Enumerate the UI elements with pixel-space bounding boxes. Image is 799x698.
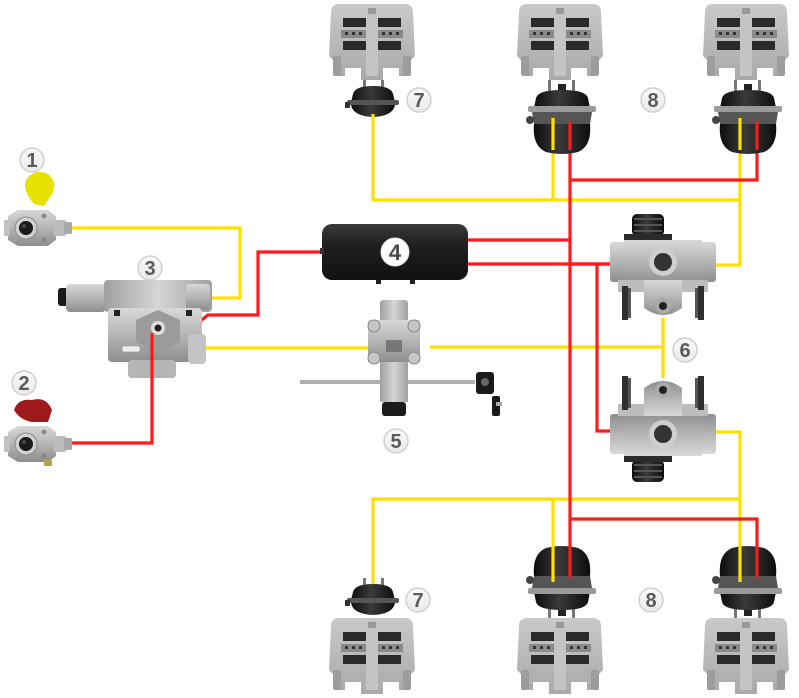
coupling-head-control bbox=[3, 172, 73, 247]
spring-chamber-bottom-middle bbox=[526, 546, 596, 620]
label-3: 3 bbox=[144, 258, 155, 280]
caliper-top-middle bbox=[517, 4, 603, 80]
caliper-bottom-middle bbox=[517, 618, 603, 694]
caliper-top-right bbox=[703, 4, 789, 80]
relay-valve-top bbox=[610, 214, 716, 320]
label-badge-6: 6 bbox=[672, 337, 698, 363]
supply-line-valve-to-reservoir bbox=[193, 250, 320, 328]
label-badge-4: 4 bbox=[380, 237, 410, 267]
label-badge-8-top: 8 bbox=[640, 87, 666, 113]
label-badge-2: 2 bbox=[11, 370, 37, 396]
label-2: 2 bbox=[18, 373, 29, 395]
label-8-bottom: 8 bbox=[645, 590, 656, 612]
caliper-bottom-right bbox=[703, 618, 789, 694]
label-8-top: 8 bbox=[647, 90, 658, 112]
label-7-top: 7 bbox=[413, 90, 424, 112]
spring-chamber-top-middle bbox=[526, 80, 596, 154]
label-badge-1: 1 bbox=[19, 147, 45, 173]
control-line-relay-bottom-out bbox=[716, 430, 742, 499]
spring-chamber-bottom-right bbox=[712, 546, 782, 620]
yellow-cap bbox=[25, 172, 55, 206]
control-line-relay-top-out bbox=[716, 200, 742, 267]
load-sensing-valve bbox=[300, 300, 502, 416]
label-badge-3: 3 bbox=[137, 255, 163, 281]
label-badge-5: 5 bbox=[383, 428, 409, 454]
label-badge-8-bottom: 8 bbox=[638, 587, 664, 613]
control-lines bbox=[70, 120, 742, 585]
label-5: 5 bbox=[390, 431, 401, 453]
relay-valve-bottom bbox=[610, 376, 716, 482]
coupling-head-supply bbox=[3, 399, 73, 466]
supply-line-relay-branch bbox=[595, 264, 612, 433]
control-line-coupling-to-valve bbox=[70, 226, 242, 300]
label-4: 4 bbox=[389, 240, 402, 265]
trailer-control-valve bbox=[58, 280, 212, 378]
caliper-top-left bbox=[329, 4, 415, 80]
label-7-bottom: 7 bbox=[412, 590, 423, 612]
label-badge-7-top: 7 bbox=[406, 87, 432, 113]
control-line-top-bus bbox=[371, 120, 740, 202]
label-6: 6 bbox=[679, 340, 690, 362]
label-badge-7-bottom: 7 bbox=[405, 587, 431, 613]
caliper-bottom-left bbox=[329, 618, 415, 694]
red-cap bbox=[14, 399, 52, 422]
bottom-chamber-ports bbox=[551, 545, 759, 582]
service-chamber-top bbox=[345, 80, 399, 117]
top-chamber-ports bbox=[371, 114, 759, 150]
label-1: 1 bbox=[26, 150, 37, 172]
spring-chamber-top-right bbox=[712, 80, 782, 154]
control-line-bottom-bus bbox=[371, 497, 740, 585]
